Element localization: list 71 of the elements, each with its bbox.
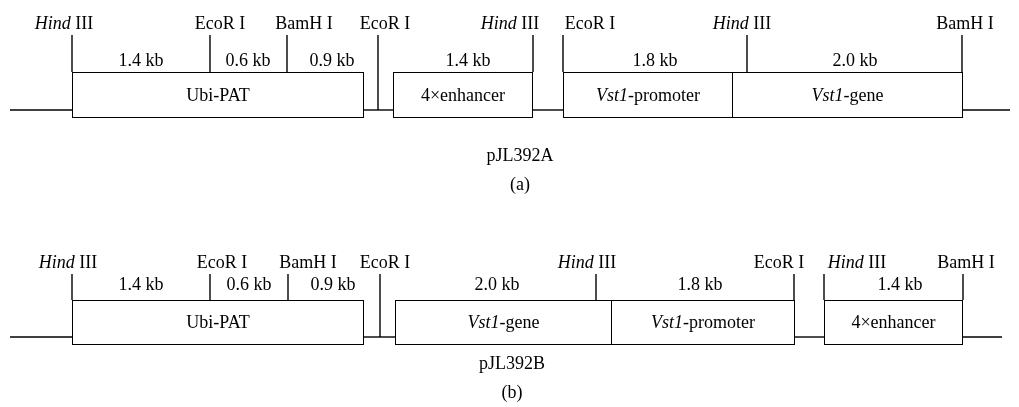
fragment-size-label: 1.4 kb <box>445 51 491 69</box>
segment-label: Vst1-gene <box>467 311 540 334</box>
restriction-site-tick <box>287 273 289 301</box>
panel-label: (b) <box>501 383 523 401</box>
segment-label: Ubi-PAT <box>186 311 250 334</box>
restriction-site-tick <box>379 273 381 338</box>
gene-segment-box <box>395 300 612 345</box>
gene-segment-box <box>393 72 533 118</box>
fragment-size-label: 1.4 kb <box>118 51 164 69</box>
restriction-site-label: EcoR I <box>194 14 246 32</box>
fragment-size-label: 0.9 kb <box>309 51 355 69</box>
dna-backbone-line <box>962 336 1003 338</box>
gene-segment-box <box>72 72 364 118</box>
restriction-site-label: Hind III <box>827 253 887 271</box>
restriction-site-label: BamH I <box>937 253 995 271</box>
restriction-site-tick <box>962 273 964 301</box>
dna-backbone-line <box>794 336 825 338</box>
dna-backbone-line <box>9 336 73 338</box>
restriction-site-tick <box>961 34 963 73</box>
segment-label: Ubi-PAT <box>186 83 250 107</box>
segment-label: Vst1-promoter <box>651 311 755 334</box>
segment-label: Vst1-promoter <box>596 83 700 107</box>
restriction-site-label: Hind III <box>557 253 617 271</box>
dna-backbone-line <box>363 336 396 338</box>
restriction-site-tick <box>793 273 795 301</box>
restriction-site-label: Hind III <box>34 14 94 32</box>
fragment-size-label: 2.0 kb <box>832 51 878 69</box>
restriction-site-tick <box>595 273 597 301</box>
segment-label: 4×enhancer <box>851 311 936 334</box>
panel-label: (a) <box>510 175 530 193</box>
dna-backbone-line <box>9 109 73 111</box>
dna-backbone-line <box>363 109 394 111</box>
restriction-site-label: EcoR I <box>196 253 248 271</box>
restriction-site-label: Hind III <box>712 14 772 32</box>
restriction-site-label: BamH I <box>275 14 333 32</box>
fragment-size-label: 0.6 kb <box>225 51 271 69</box>
fragment-size-label: 0.9 kb <box>310 275 356 293</box>
gene-segment-box <box>611 300 795 345</box>
restriction-site-label: EcoR I <box>753 253 805 271</box>
dna-backbone-line <box>962 109 1011 111</box>
restriction-site-tick <box>209 273 211 301</box>
restriction-site-label: BamH I <box>279 253 337 271</box>
dna-backbone-line <box>532 109 564 111</box>
restriction-site-label: BamH I <box>936 14 994 32</box>
restriction-site-label: Hind III <box>38 253 98 271</box>
restriction-site-label: Hind III <box>480 14 540 32</box>
gene-segment-box <box>72 300 364 345</box>
restriction-site-tick <box>209 34 211 73</box>
restriction-site-tick <box>377 34 379 111</box>
restriction-site-tick <box>286 34 288 73</box>
plasmid-name: pJL392A <box>486 146 554 164</box>
restriction-site-tick <box>823 273 825 301</box>
restriction-site-label: EcoR I <box>359 14 411 32</box>
gene-segment-box <box>732 72 963 118</box>
segment-label: 4×enhancer <box>420 83 506 107</box>
segment-label: Vst1-gene <box>811 83 884 107</box>
restriction-site-tick <box>71 34 73 73</box>
fragment-size-label: 1.8 kb <box>632 51 678 69</box>
restriction-site-label: EcoR I <box>359 253 411 271</box>
fragment-size-label: 1.4 kb <box>118 275 164 293</box>
fragment-size-label: 1.8 kb <box>677 275 723 293</box>
fragment-size-label: 1.4 kb <box>877 275 923 293</box>
restriction-site-tick <box>532 34 534 73</box>
restriction-site-label: EcoR I <box>564 14 616 32</box>
gene-segment-box <box>824 300 963 345</box>
fragment-size-label: 2.0 kb <box>474 275 520 293</box>
restriction-site-tick <box>746 34 748 73</box>
fragment-size-label: 0.6 kb <box>226 275 272 293</box>
restriction-site-tick <box>71 273 73 301</box>
restriction-site-tick <box>562 34 564 73</box>
gene-segment-box <box>563 72 733 118</box>
